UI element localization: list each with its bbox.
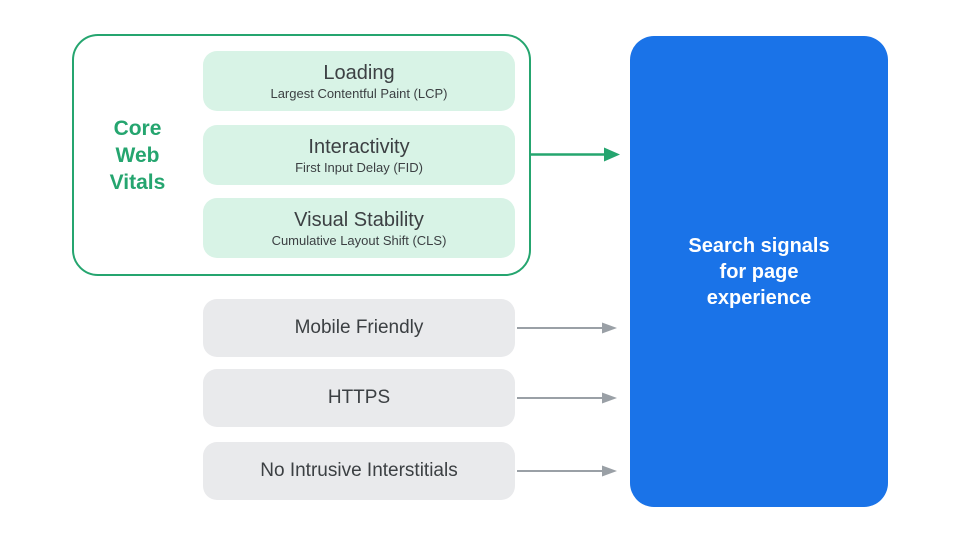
- cwv-item-title: Interactivity: [308, 135, 410, 158]
- result-panel: Search signals for page experience: [630, 36, 888, 507]
- gray-arrow-right-icon: [517, 322, 617, 334]
- signal-label: HTTPS: [327, 387, 391, 408]
- cwv-item-interactivity: Interactivity First Input Delay (FID): [203, 125, 515, 185]
- green-arrow-right-icon: [531, 147, 620, 162]
- signal-box-https: HTTPS: [203, 369, 515, 427]
- cwv-item-title: Loading: [323, 61, 395, 84]
- signal-box-no-intrusive-interstitials: No Intrusive Interstitials: [203, 442, 515, 500]
- gray-arrow-right-icon: [517, 465, 617, 477]
- signal-label: No Intrusive Interstitials: [260, 460, 458, 481]
- cwv-item-subtitle: First Input Delay (FID): [295, 159, 423, 175]
- result-panel-label: Search signals for page experience: [688, 234, 830, 309]
- cwv-item-loading: Loading Largest Contentful Paint (LCP): [203, 51, 515, 111]
- core-web-vitals-label: Core Web Vitals: [109, 116, 166, 194]
- signal-label: Mobile Friendly: [294, 317, 424, 338]
- cwv-item-subtitle: Largest Contentful Paint (LCP): [270, 85, 448, 101]
- cwv-item-title: Visual Stability: [294, 208, 424, 231]
- cwv-item-subtitle: Cumulative Layout Shift (CLS): [271, 232, 447, 248]
- signal-box-mobile-friendly: Mobile Friendly: [203, 299, 515, 357]
- gray-arrow-right-icon: [517, 392, 617, 404]
- cwv-item-visual-stability: Visual Stability Cumulative Layout Shift…: [203, 198, 515, 258]
